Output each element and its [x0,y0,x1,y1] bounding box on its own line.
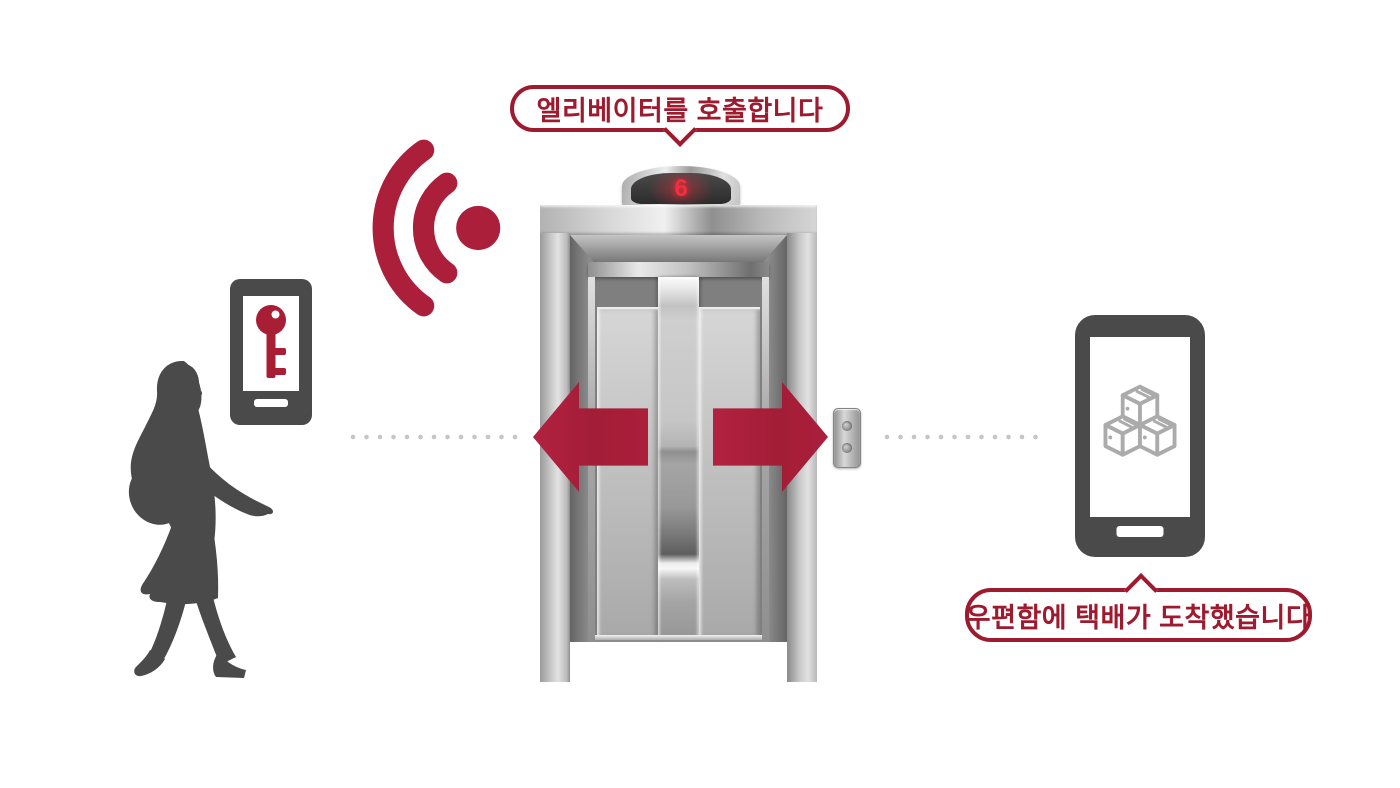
floor-indicator: 6 [622,166,740,210]
packages-icon [1103,384,1177,457]
smartphone-packages-screen [1090,337,1190,517]
speech-bubble-delivery-text: 우편함에 택배가 도착했습니다 [965,602,1312,633]
elevator-door-right [699,307,760,637]
home-button-slot [254,399,288,407]
elevator-door-header [588,262,769,277]
speech-bubble-delivery: 우편함에 택배가 도착했습니다 [965,573,1312,642]
floor-indicator-screen: 6 [631,173,731,204]
wireless-signal-icon [372,139,501,317]
speech-bubble-call-text: 엘리베이터를 호출합니다 [536,96,824,126]
elevator-lintel [540,205,817,235]
dotted-line-left [350,434,526,440]
home-button-slot [1116,526,1164,537]
smartphone-key-screen [243,296,299,391]
door-key-icon [256,305,286,378]
elevator-call-panel [833,408,861,468]
elevator-sill [595,635,762,640]
floor-number: 6 [674,174,688,202]
elevator-door-left [597,307,658,637]
elevator-inner-door-strip [658,277,699,637]
call-button-down [842,443,852,453]
smartphone-with-key [230,279,312,425]
smartphone-with-packages [1075,315,1205,557]
call-button-up [842,421,852,431]
elevator-ceiling [570,235,787,267]
speech-bubble-call-elevator: 엘리베이터를 호출합니다 [510,85,850,147]
dotted-line-right [884,434,1046,440]
walking-woman-silhouette [128,360,274,678]
